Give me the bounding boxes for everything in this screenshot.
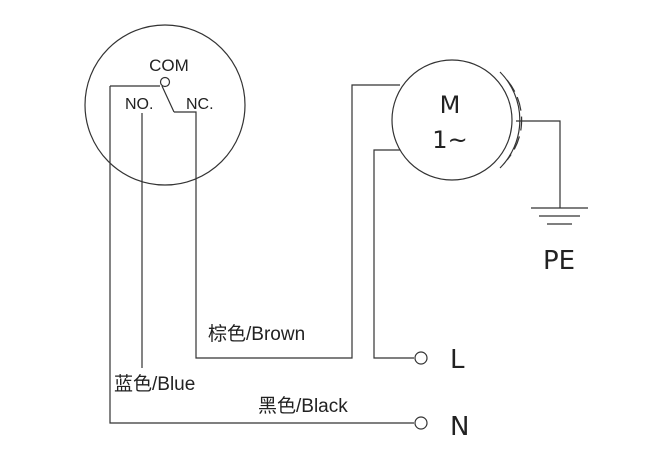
com-terminal (159, 76, 171, 88)
neutral-terminal (414, 416, 428, 430)
com-lever (161, 85, 175, 113)
motor-shield-arc (499, 71, 521, 169)
live-wire (373, 149, 414, 359)
nc-label: NC. (186, 96, 214, 113)
blue-wire-label: 蓝色/Blue (114, 373, 195, 395)
brown-wire-label: 棕色/Brown (208, 323, 305, 345)
neutral-label: N (450, 412, 469, 442)
switch-housing (84, 24, 246, 186)
live-terminal (414, 351, 428, 365)
motor-label-m: M (440, 91, 461, 119)
ground-label: PE (543, 246, 575, 276)
live-label: L (450, 345, 465, 375)
motor-circle (391, 59, 513, 181)
nc-contact-line (174, 84, 400, 359)
black-wire-label: 黑色/Black (258, 395, 348, 417)
black-wire (109, 86, 414, 424)
com-label: COM (149, 56, 189, 75)
ground-wire (516, 120, 561, 208)
motor-shield-arc-outer (506, 79, 523, 161)
motor-label-phase: 1~ (432, 126, 467, 154)
no-label: NO. (125, 96, 153, 113)
